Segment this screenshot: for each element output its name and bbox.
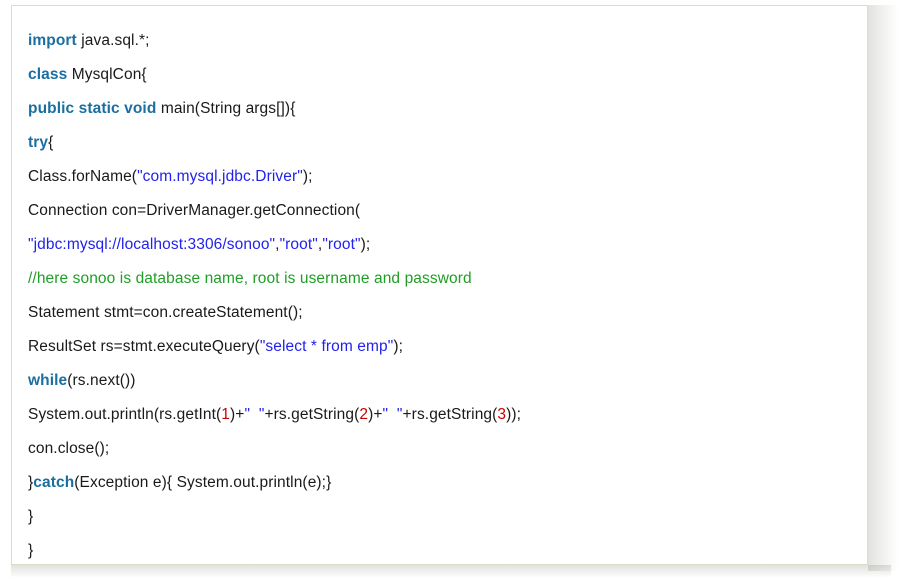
code-line: Class.forName("com.mysql.jdbc.Driver"); bbox=[28, 160, 851, 194]
code-token-str: " " bbox=[382, 406, 403, 423]
code-line: while(rs.next()) bbox=[28, 364, 851, 398]
code-token-plain: main(String args[]){ bbox=[156, 100, 296, 117]
java-code-block[interactable]: import java.sql.*;class MysqlCon{public … bbox=[11, 5, 868, 565]
code-token-plain: ); bbox=[393, 338, 403, 355]
code-token-cmt: //here sonoo is database name, root is u… bbox=[28, 270, 472, 287]
code-line: public static void main(String args[]){ bbox=[28, 92, 851, 126]
code-line: import java.sql.*; bbox=[28, 24, 851, 58]
code-token-plain: Statement stmt=con.createStatement(); bbox=[28, 304, 303, 321]
code-token-plain: } bbox=[28, 508, 34, 525]
code-line: System.out.println(rs.getInt(1)+" "+rs.g… bbox=[28, 398, 851, 432]
code-token-plain: { bbox=[48, 134, 54, 151]
code-token-num: 2 bbox=[359, 406, 369, 423]
code-line: Connection con=DriverManager.getConnecti… bbox=[28, 194, 851, 228]
code-token-str: "root" bbox=[279, 236, 318, 253]
code-token-plain: } bbox=[28, 542, 34, 559]
code-token-kw: import bbox=[28, 32, 77, 49]
panel-shadow-bottom bbox=[11, 565, 891, 578]
code-token-plain: System.out.println(rs.getInt( bbox=[28, 406, 222, 423]
code-token-plain: } bbox=[28, 474, 34, 491]
code-token-plain: Class.forName( bbox=[28, 168, 138, 185]
code-token-str: "jdbc:mysql://localhost:3306/sonoo" bbox=[28, 236, 276, 253]
code-token-plain: +rs.getString( bbox=[402, 406, 498, 423]
code-line: "jdbc:mysql://localhost:3306/sonoo","roo… bbox=[28, 228, 851, 262]
panel-shadow-right bbox=[868, 5, 898, 571]
code-line: class MysqlCon{ bbox=[28, 58, 851, 92]
code-token-str: "select * from emp" bbox=[259, 338, 394, 355]
code-line: try{ bbox=[28, 126, 851, 160]
code-token-kw: catch bbox=[33, 474, 75, 491]
code-token-kw: public static void bbox=[28, 100, 157, 117]
code-token-kw: class bbox=[28, 66, 68, 83]
code-token-plain: MysqlCon{ bbox=[67, 66, 147, 83]
code-token-plain: +rs.getString( bbox=[264, 406, 360, 423]
code-token-plain: )+ bbox=[230, 406, 245, 423]
code-token-plain: )+ bbox=[368, 406, 383, 423]
code-line: Statement stmt=con.createStatement(); bbox=[28, 296, 851, 330]
code-token-str: "root" bbox=[322, 236, 361, 253]
code-token-num: 1 bbox=[221, 406, 231, 423]
code-token-plain: )); bbox=[506, 406, 522, 423]
code-line: } bbox=[28, 500, 851, 534]
code-token-plain: , bbox=[275, 236, 280, 253]
code-token-plain: ResultSet rs=stmt.executeQuery( bbox=[28, 338, 260, 355]
code-token-plain: con.close(); bbox=[28, 440, 110, 457]
code-token-plain: ); bbox=[360, 236, 371, 253]
code-line: } bbox=[28, 534, 851, 564]
code-line: con.close(); bbox=[28, 432, 851, 466]
code-token-plain: Connection con=DriverManager.getConnecti… bbox=[28, 202, 361, 219]
code-token-plain: java.sql.*; bbox=[76, 32, 150, 49]
code-token-kw: try bbox=[28, 134, 49, 151]
code-token-num: 3 bbox=[497, 406, 507, 423]
code-token-kw: while bbox=[28, 372, 68, 389]
code-token-plain: (Exception e){ System.out.println(e);} bbox=[74, 474, 332, 491]
code-token-plain: (rs.next()) bbox=[67, 372, 136, 389]
code-line: //here sonoo is database name, root is u… bbox=[28, 262, 851, 296]
code-line: ResultSet rs=stmt.executeQuery("select *… bbox=[28, 330, 851, 364]
code-token-plain: ); bbox=[302, 168, 313, 185]
code-line: }catch(Exception e){ System.out.println(… bbox=[28, 466, 851, 500]
code-token-plain: , bbox=[317, 236, 323, 253]
code-token-str: " " bbox=[244, 406, 265, 423]
code-token-str: "com.mysql.jdbc.Driver" bbox=[137, 168, 303, 185]
